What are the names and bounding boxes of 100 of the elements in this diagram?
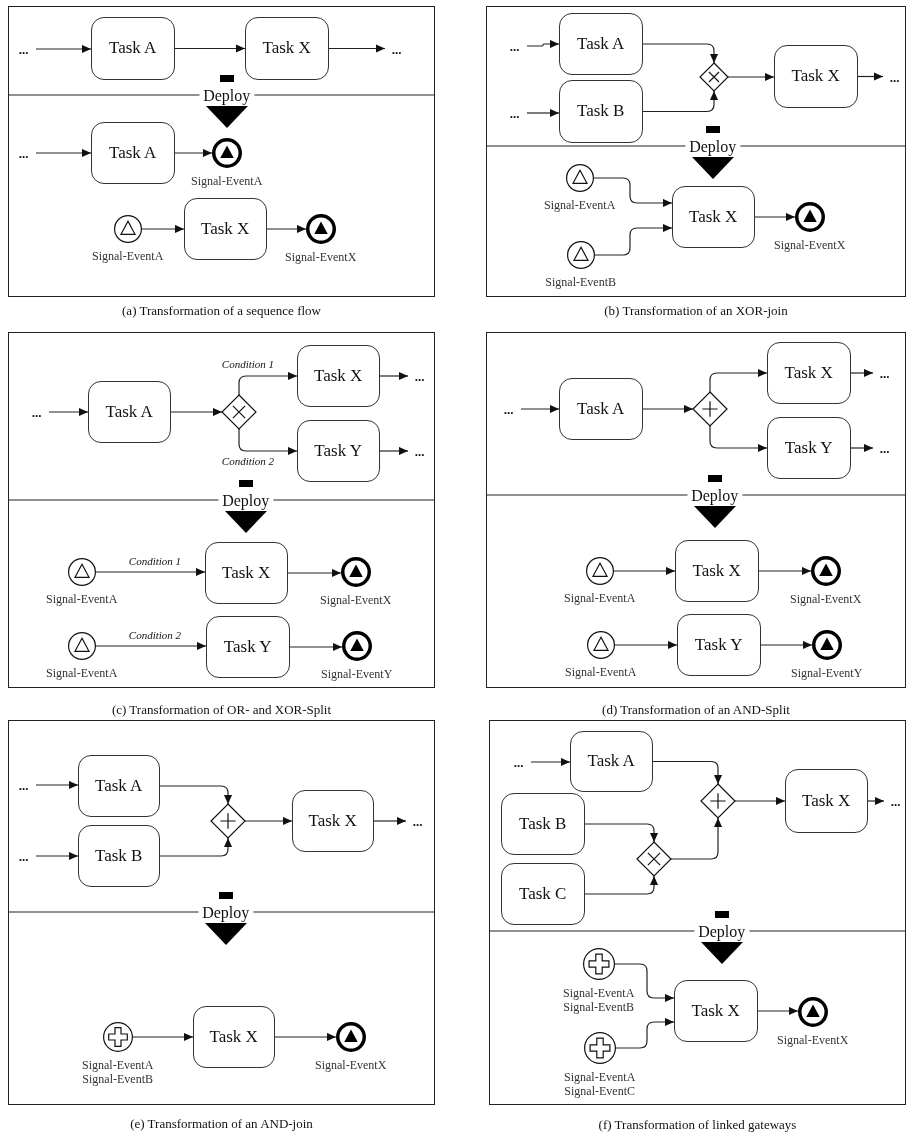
arrow xyxy=(244,816,293,826)
ellipsis-text: ... xyxy=(391,42,402,56)
ellipsis-text: ... xyxy=(879,366,890,380)
ellipsis-text: ... xyxy=(18,146,29,160)
signal-end-event xyxy=(809,627,844,662)
arrow xyxy=(526,108,560,118)
event-label: Signal-EventY xyxy=(321,666,393,681)
arrow xyxy=(95,641,207,651)
xor-gateway xyxy=(220,393,257,430)
arrow xyxy=(132,1032,194,1042)
task-box: Task X xyxy=(773,44,858,108)
parallel-start-event xyxy=(581,1029,618,1066)
event-label: Signal-EventA xyxy=(565,664,637,679)
event-label: Signal-EventA xyxy=(191,173,263,188)
event-label: Signal-EventX xyxy=(315,1057,387,1072)
arrow xyxy=(141,224,185,234)
panel-frame xyxy=(8,6,435,297)
ellipsis-text: ... xyxy=(414,369,425,383)
task-box: Task X xyxy=(296,344,380,407)
arrow xyxy=(266,224,307,234)
arrow xyxy=(754,212,796,222)
arrow xyxy=(159,785,233,805)
event-label: Signal-EventX xyxy=(285,249,357,264)
signal-end-event xyxy=(303,211,338,246)
event-label: Signal-EventA xyxy=(46,591,118,606)
task-box: Task A xyxy=(87,380,171,443)
arrow xyxy=(642,43,719,64)
task-box: Task C xyxy=(500,862,585,925)
figure-caption: (c) Transformation of OR- and XOR-Split xyxy=(111,702,332,717)
parallel-start-event xyxy=(100,1019,135,1054)
event-label: Signal-EventX xyxy=(777,1032,849,1047)
panel-frame xyxy=(486,332,906,688)
task-box: Task Y xyxy=(766,416,851,479)
edge-label: Condition 2 xyxy=(220,455,276,467)
event-label: Signal-EventA xyxy=(564,1069,636,1084)
signal-end-event xyxy=(808,553,843,588)
xor-gateway xyxy=(698,61,729,92)
deploy-step: Deploy xyxy=(196,74,257,128)
arrow xyxy=(709,425,768,453)
ellipsis-text: ... xyxy=(18,778,29,792)
event-label: Signal-EventX xyxy=(790,591,862,606)
task-box: Task A xyxy=(558,377,643,440)
deploy-step: Deploy xyxy=(691,910,752,964)
event-label: Signal-EventB xyxy=(82,1071,153,1086)
figure-caption: (e) Transformation of an AND-join xyxy=(130,1116,313,1131)
and-gateway xyxy=(691,390,728,427)
ellipsis-text: ... xyxy=(18,42,29,56)
event-label: Signal-EventY xyxy=(791,665,863,680)
arrow xyxy=(174,148,213,158)
arrow xyxy=(238,371,298,396)
signal-end-event xyxy=(209,135,244,170)
arrow xyxy=(35,851,79,861)
deploy-step: Deploy xyxy=(682,125,743,179)
signal-start-event xyxy=(584,628,617,661)
ellipsis-text: ... xyxy=(879,441,890,455)
signal-start-event xyxy=(65,629,98,662)
arrow xyxy=(274,1032,337,1042)
task-box: Task B xyxy=(558,79,643,143)
edge-label: Condition 1 xyxy=(127,555,183,567)
signal-start-event xyxy=(563,161,596,194)
arrow xyxy=(159,837,233,857)
arrow xyxy=(174,44,246,53)
event-label: Signal-EventC xyxy=(564,1083,635,1098)
arrow xyxy=(727,72,775,82)
panel-frame xyxy=(489,720,906,1105)
figure-caption: (a) Transformation of a sequence flow xyxy=(122,303,321,318)
arrow xyxy=(287,568,342,578)
task-box: Task B xyxy=(77,824,160,887)
event-label: Signal-EventB xyxy=(563,999,634,1014)
figure-caption: (f) Transformation of linked gateways xyxy=(598,1117,797,1132)
event-label: Signal-EventA xyxy=(46,665,118,680)
arrow xyxy=(593,177,673,208)
signal-end-event xyxy=(792,199,827,234)
arrow xyxy=(35,148,92,158)
ellipsis-text: ... xyxy=(889,70,900,84)
arrow xyxy=(594,223,673,256)
task-box: Task Y xyxy=(296,419,380,482)
arrow xyxy=(379,446,409,456)
ellipsis-text: ... xyxy=(509,39,520,53)
arrow xyxy=(614,963,675,1003)
arrow xyxy=(95,567,206,577)
arrow xyxy=(613,566,676,576)
task-box: Task A xyxy=(569,730,653,792)
ellipsis-text: ... xyxy=(412,814,423,828)
arrow xyxy=(35,780,79,790)
arrow xyxy=(758,566,812,576)
arrow xyxy=(642,90,719,113)
signal-start-event xyxy=(583,554,616,587)
task-box: Task A xyxy=(90,16,175,80)
task-box: Task X xyxy=(784,768,868,833)
ellipsis-text: ... xyxy=(513,755,524,769)
task-box: Task X xyxy=(192,1005,275,1068)
figure-caption: (d) Transformation of an AND-Split xyxy=(602,702,790,717)
ellipsis-text: ... xyxy=(890,794,901,808)
arrow xyxy=(530,757,571,767)
arrow xyxy=(35,44,92,54)
arrow xyxy=(757,1006,799,1016)
task-box: Task A xyxy=(558,12,643,75)
arrow xyxy=(373,816,407,826)
event-label: Signal-EventB xyxy=(545,274,616,289)
